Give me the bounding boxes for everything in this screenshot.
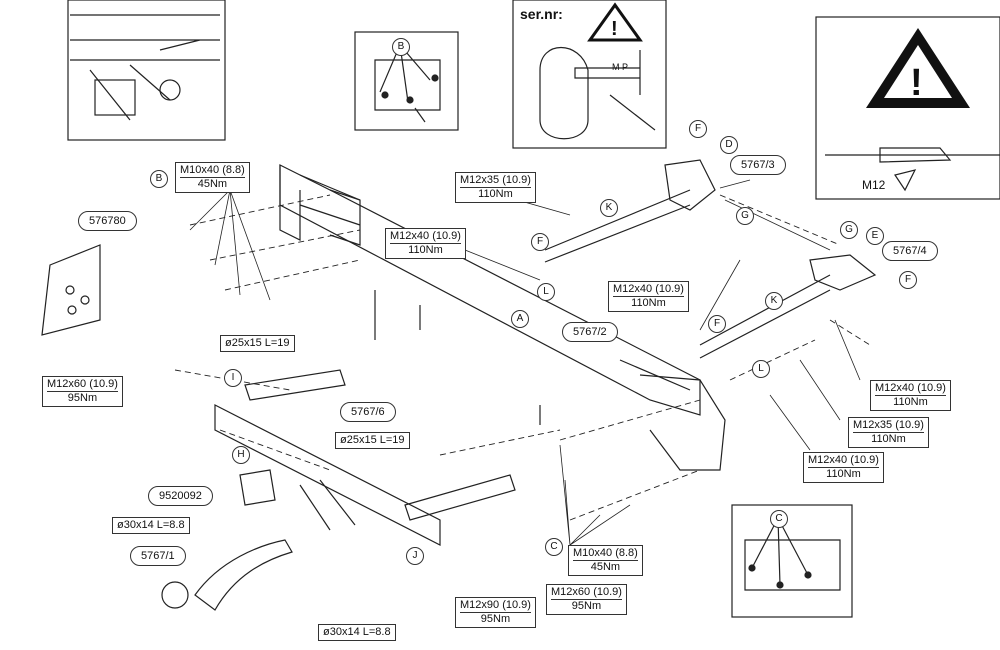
callout-k-2: K	[765, 292, 783, 310]
callout-f-2: F	[531, 233, 549, 251]
spec-m12x60-r: M12x60 (10.9)95Nm	[546, 584, 627, 615]
spec-m12x35-top: M12x35 (10.9)110Nm	[455, 172, 536, 203]
callout-a: A	[511, 310, 529, 328]
part-576780: 576780	[78, 211, 137, 231]
part-5767-6: 5767/6	[340, 402, 396, 422]
callout-l-2: L	[752, 360, 770, 378]
inset-detail-c	[731, 504, 853, 618]
callout-k-1: K	[600, 199, 618, 217]
inset-vehicle-frame	[67, 0, 226, 141]
callout-h: H	[232, 446, 250, 464]
serial-label: ser.nr:	[520, 6, 563, 22]
part-5767-1: 5767/1	[130, 546, 186, 566]
spec-m12x40-r2: M12x40 (10.9)110Nm	[803, 452, 884, 483]
spec-m10x40-c: M10x40 (8.8)45Nm	[568, 545, 643, 576]
part-9520092: 9520092	[148, 486, 213, 506]
inset-detail-b	[354, 31, 459, 131]
part-5767-3: 5767/3	[730, 155, 786, 175]
spec-m12x60-left: M12x60 (10.9)95Nm	[42, 376, 123, 407]
part-5767-2: 5767/2	[562, 322, 618, 342]
callout-g-2: G	[840, 221, 858, 239]
callout-b-inset: B	[392, 38, 410, 56]
callout-c: C	[545, 538, 563, 556]
callout-f-1: F	[689, 120, 707, 138]
svg-text:!: !	[910, 62, 923, 104]
spec-m10x40-b: M10x40 (8.8)45Nm	[175, 162, 250, 193]
callout-d: D	[720, 136, 738, 154]
callout-b: B	[150, 170, 168, 188]
spec-m12x40-mid: M12x40 (10.9)110Nm	[608, 281, 689, 312]
spec-m12x40-r1: M12x40 (10.9)110Nm	[870, 380, 951, 411]
spec-m12x90: M12x90 (10.9)95Nm	[455, 597, 536, 628]
spec-spacer-2: ø25x15 L=19	[335, 432, 410, 449]
callout-e: E	[866, 227, 884, 245]
spec-spacer-1: ø25x15 L=19	[220, 335, 295, 352]
spec-washer-2: ø30x14 L=8.8	[318, 624, 396, 641]
callout-j: J	[406, 547, 424, 565]
serial-marker: M P	[612, 62, 629, 72]
callout-l-1: L	[537, 283, 555, 301]
spec-m12x40-left: M12x40 (10.9)110Nm	[385, 228, 466, 259]
inset-warning	[815, 16, 1000, 200]
part-5767-4: 5767/4	[882, 241, 938, 261]
serial-warning-icon	[587, 2, 643, 42]
svg-text:!: !	[611, 18, 618, 40]
callout-c-inset: C	[770, 510, 788, 528]
callout-g-1: G	[736, 207, 754, 225]
spec-washer-1: ø30x14 L=8.8	[112, 517, 190, 534]
spec-m12x35-r: M12x35 (10.9)110Nm	[848, 417, 929, 448]
warning-label: M12	[862, 178, 886, 192]
callout-f-3: F	[899, 271, 917, 289]
inset-serial	[512, 0, 667, 149]
callout-f-4: F	[708, 315, 726, 333]
callout-i: I	[224, 369, 242, 387]
